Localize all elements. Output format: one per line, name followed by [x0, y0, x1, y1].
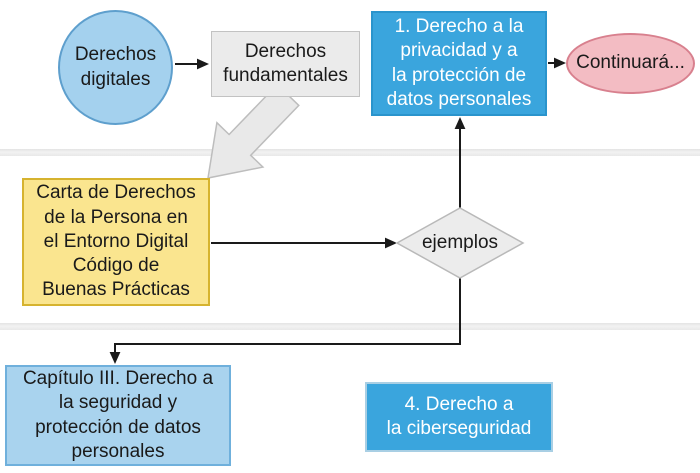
node-ejemplos: ejemplos — [397, 208, 523, 278]
horizontal-divider-line — [0, 323, 700, 330]
arrowhead-down-icon — [109, 352, 121, 364]
node-label: Derechos fundamentales — [223, 40, 348, 86]
horizontal-divider-line — [0, 149, 700, 156]
block-arrow-down-left-icon — [207, 83, 300, 179]
arrowhead-up-icon — [454, 117, 466, 129]
node-label: 4. Derecho a la ciberseguridad — [386, 393, 532, 439]
node-label: Derechos digitales — [74, 44, 157, 90]
arrowhead-right-icon — [385, 237, 397, 249]
node-continuara: Continuará... — [566, 33, 695, 94]
node-label: Continuará... — [576, 52, 685, 74]
node-derechos-digitales: Derechos digitales — [58, 10, 173, 125]
node-ciberseguridad: 4. Derecho a la ciberseguridad — [365, 382, 553, 452]
node-label: Capítulo III. Derecho a la seguridad y p… — [22, 367, 214, 462]
node-label: ejemplos — [421, 231, 499, 253]
diamond-shape — [395, 207, 525, 279]
node-derecho-privacidad: 1. Derecho a la privacidad y a la protec… — [371, 11, 547, 116]
node-label: 1. Derecho a la privacidad y a la protec… — [386, 15, 532, 110]
node-capitulo-iii: Capítulo III. Derecho a la seguridad y p… — [5, 365, 231, 466]
elbow-connector-ejemplos-to-capitulo — [114, 276, 461, 355]
arrowhead-right-icon — [197, 58, 209, 70]
node-derechos-fundamentales: Derechos fundamentales — [211, 31, 360, 97]
arrowhead-right-icon — [554, 57, 566, 69]
node-label: Carta de Derechos de la Persona en el En… — [36, 182, 196, 301]
node-carta-derechos: Carta de Derechos de la Persona en el En… — [22, 178, 210, 306]
